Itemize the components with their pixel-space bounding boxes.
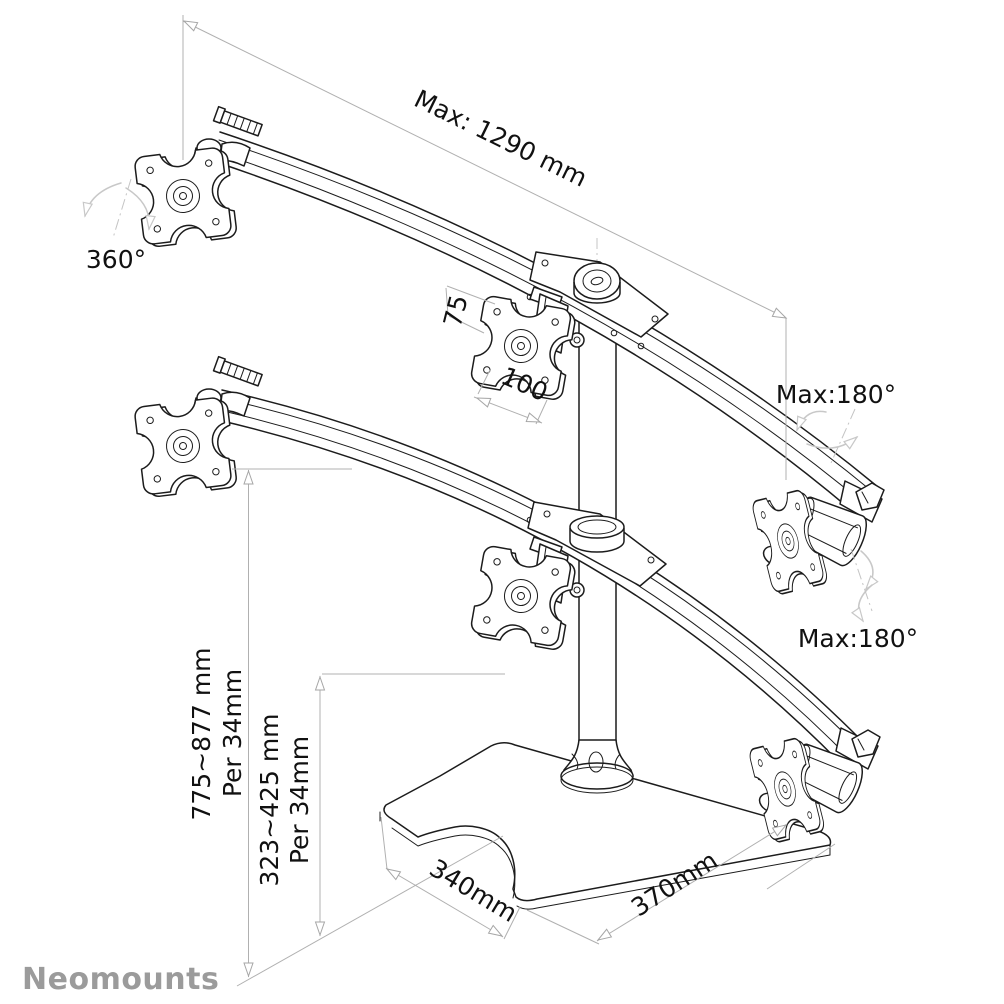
vesa-plate-top-left [134, 146, 237, 248]
base-plate [379, 742, 832, 910]
dimension-arrowhead [181, 16, 199, 32]
rotation-arrowhead [851, 607, 868, 625]
clamp-knob [573, 262, 621, 300]
label-height-full-step: Per 34mm [218, 669, 247, 797]
rotation-arrowhead [79, 201, 93, 218]
dimension-arrowhead [243, 470, 254, 485]
dimension-arrowhead [243, 962, 254, 977]
vesa-plate-mid-left [134, 396, 237, 498]
pole-collar [569, 515, 625, 539]
dimension-base-depth [380, 816, 521, 941]
upper-pole-clamp [529, 251, 669, 338]
rotation-arrowhead [843, 432, 861, 450]
tilt-lower-arrows [850, 548, 879, 625]
label-vesa-75: 75 [438, 292, 474, 330]
dimension-arrowhead [525, 412, 543, 427]
label-base-depth: 340mm [425, 853, 523, 928]
dimension-base-width [526, 820, 836, 945]
label-swivel-360: 360° [86, 245, 146, 274]
lower-pole-clamp [527, 501, 667, 587]
dimension-arrowhead [315, 676, 325, 691]
swivel-360-arrows [79, 178, 156, 239]
ground-reference-line [236, 835, 504, 987]
dimension-max-width [181, 15, 789, 480]
dimension-vesa-75 [445, 285, 496, 334]
dimension-height-ranges [232, 468, 505, 987]
tilt-upper-arrows [792, 408, 861, 464]
pole-foot [560, 739, 634, 794]
label-tilt-upper: Max:180° [776, 380, 896, 409]
dimension-arrowhead [488, 924, 505, 941]
label-height-full-range: 775~877 mm [187, 647, 216, 820]
label-height-lower-range: 323~425 mm [255, 713, 284, 886]
brand-logo: Neomounts [22, 962, 219, 997]
dimension-arrowhead [315, 921, 325, 936]
dimension-arrowhead [595, 928, 612, 945]
label-max-width: Max: 1290 mm [410, 84, 592, 193]
dimension-arrowhead [474, 393, 492, 408]
label-tilt-lower: Max:180° [798, 624, 918, 653]
dimension-vesa-100 [473, 369, 548, 427]
label-height-lower-step: Per 34mm [285, 736, 314, 864]
